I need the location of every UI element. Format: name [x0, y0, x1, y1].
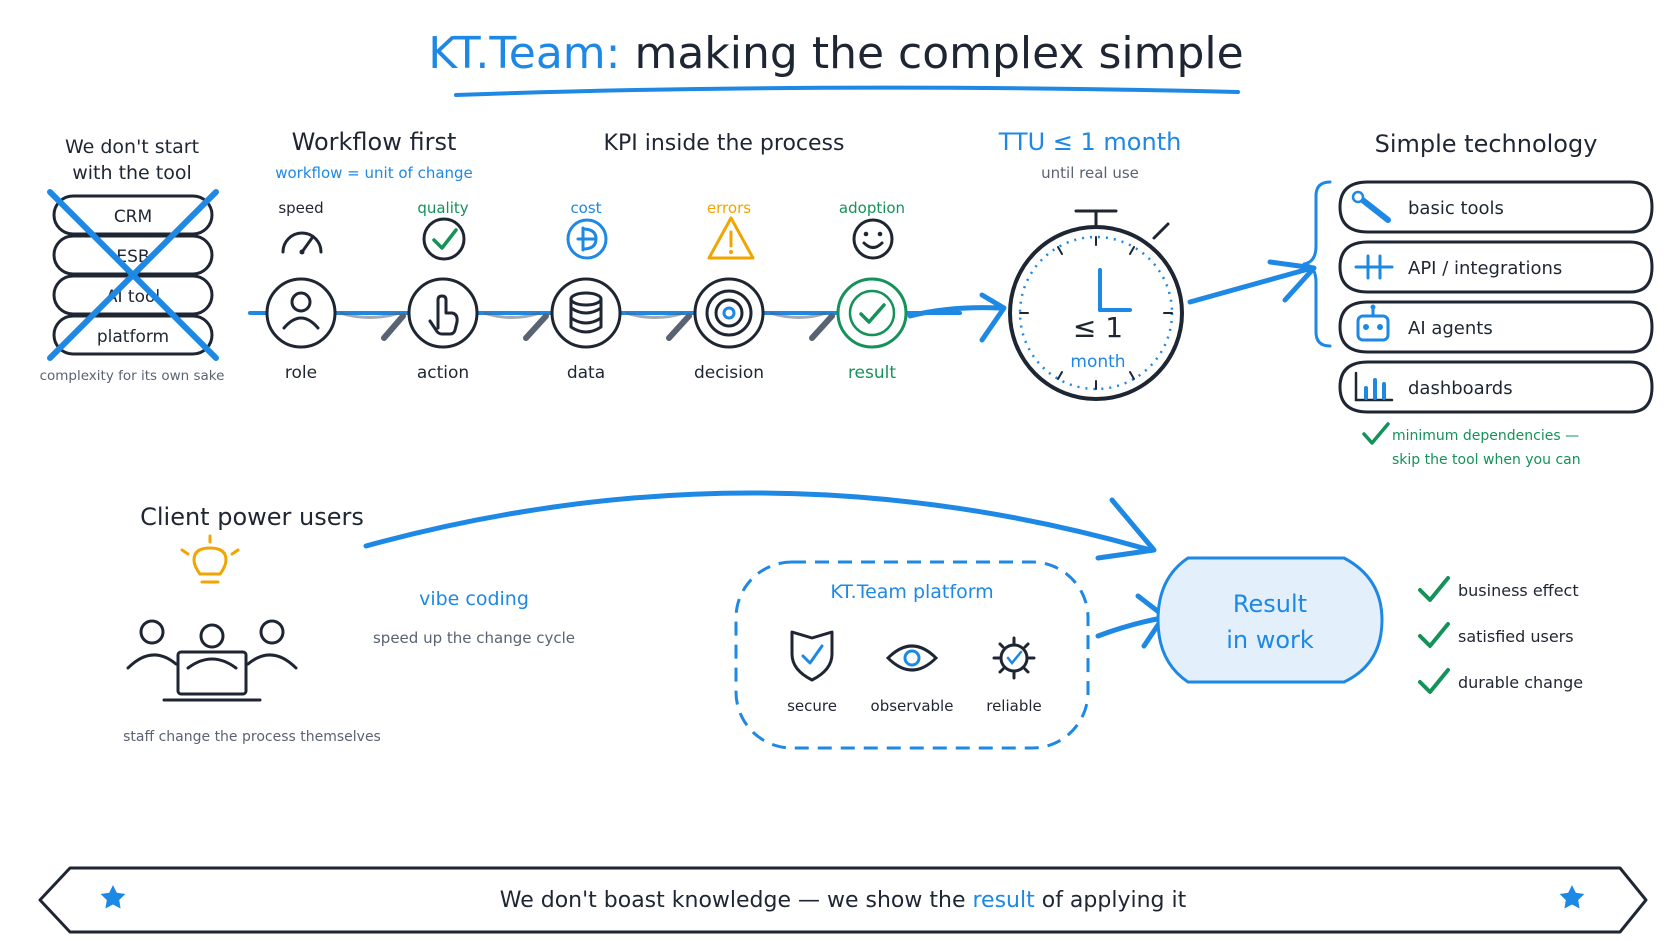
- min-deps-check-icon: [1362, 422, 1390, 445]
- platform-box: [734, 560, 1090, 750]
- cross-out-icon: [47, 189, 219, 361]
- title: KT.Team: making the complex simple: [428, 28, 1243, 79]
- check-circle-icon: [859, 303, 886, 324]
- vibe-coding-caption: speed up the change cycle: [373, 629, 575, 647]
- tool-first-caption: complexity for its own sake: [40, 368, 225, 384]
- tech-item-ai-agents: AI agents: [1338, 300, 1654, 354]
- workflow-subheading: workflow = unit of change: [275, 164, 473, 182]
- warning-icon: [707, 216, 755, 260]
- cost-coin-icon: [566, 218, 608, 260]
- tech-item-label: AI agents: [1408, 318, 1493, 339]
- step-decision: [693, 277, 765, 349]
- outcome-check-icon: [1418, 576, 1450, 694]
- tech-item-label: basic tools: [1408, 198, 1504, 219]
- banner-text-pre: We don't boast knowledge — we show the: [500, 888, 973, 913]
- power-users-heading: Client power users: [140, 503, 364, 531]
- banner-text-post: of applying it: [1035, 888, 1187, 913]
- platform-item-label: reliable: [986, 697, 1042, 715]
- star-icon: [1559, 885, 1585, 909]
- kpi-label: adoption: [839, 199, 905, 217]
- tech-item-basic-tools: basic tools: [1338, 180, 1654, 234]
- plug-icon: [1354, 254, 1394, 280]
- tools-icon: [1351, 190, 1391, 223]
- tech-item-label: dashboards: [1408, 378, 1513, 399]
- step-action: [407, 277, 479, 349]
- simple-tech-heading: Simple technology: [1375, 130, 1598, 158]
- outcome-label: durable change: [1458, 673, 1583, 692]
- ttu-subheading: until real use: [1041, 164, 1139, 182]
- tool-stack-item: platform: [97, 327, 169, 347]
- team-laptop-icon: [126, 619, 298, 702]
- flow-chevron-icon: [381, 313, 835, 341]
- gear-check-icon: [992, 636, 1036, 680]
- outcome-label: satisfied users: [1458, 627, 1574, 646]
- tech-item-api: API / integrations: [1338, 240, 1654, 294]
- person-icon: [290, 291, 312, 313]
- ttu-dial-unit: month: [1070, 352, 1125, 372]
- kpi-label: errors: [707, 199, 751, 217]
- quality-check-icon: [422, 217, 466, 261]
- kpi-label: quality: [417, 199, 468, 217]
- eye-icon: [885, 644, 939, 672]
- robot-icon: [1356, 304, 1390, 342]
- lightbulb-icon: [180, 534, 240, 584]
- banner-highlight: result: [972, 888, 1035, 913]
- outcome-label: business effect: [1458, 581, 1579, 600]
- platform-item-label: secure: [787, 697, 837, 715]
- shield-check-icon: [790, 630, 834, 682]
- step-label: role: [285, 363, 317, 383]
- tech-item-dashboards: dashboards: [1338, 360, 1654, 414]
- kpi-heading: KPI inside the process: [604, 131, 845, 156]
- speedometer-icon: [281, 231, 323, 255]
- platform-item-label: observable: [871, 697, 954, 715]
- step-label: action: [417, 363, 469, 383]
- power-users-arrow: [363, 490, 1157, 561]
- database-icon: [569, 291, 603, 334]
- flow-arrow-to-clock: [907, 292, 1007, 343]
- step-label: result: [848, 363, 896, 383]
- step-label: decision: [694, 363, 764, 383]
- platform-arrow: [1095, 593, 1167, 649]
- title-brand: KT.Team:: [428, 28, 620, 79]
- tool-stack: CRM ESB AI tool platform: [52, 194, 214, 356]
- tool-first-heading-1: We don't start: [65, 136, 199, 158]
- tech-brace: [1302, 180, 1332, 348]
- kpi-label: cost: [570, 199, 601, 217]
- title-underline: [454, 85, 1240, 97]
- bar-chart-icon: [1354, 371, 1394, 402]
- power-users-caption: staff change the process themselves: [123, 729, 381, 745]
- ttu-dial-value: ≤ 1: [1073, 311, 1123, 344]
- step-role: [265, 277, 337, 349]
- result-line-1: Result: [1233, 590, 1307, 618]
- smiley-icon: [852, 218, 894, 260]
- tool-first-heading-2: with the tool: [72, 162, 192, 184]
- ttu-heading: TTU ≤ 1 month: [998, 128, 1182, 156]
- simple-tech-note-2: skip the tool when you can: [1392, 452, 1581, 468]
- banner-frame: [38, 866, 1648, 934]
- banner-text: We don't boast knowledge — we show the r…: [500, 888, 1187, 913]
- result-line-2: in work: [1226, 626, 1314, 654]
- stopwatch-icon: [1008, 209, 1184, 401]
- step-result: [836, 277, 908, 349]
- title-rest: making the complex simple: [634, 28, 1243, 79]
- target-icon: [705, 289, 753, 337]
- result-box: [1156, 556, 1384, 684]
- hand-pointer-icon: [428, 294, 459, 336]
- vibe-coding-heading: vibe coding: [419, 588, 529, 610]
- platform-heading: KT.Team platform: [830, 581, 993, 603]
- tech-item-label: API / integrations: [1408, 258, 1562, 279]
- step-label: data: [567, 363, 605, 383]
- workflow-heading: Workflow first: [292, 128, 457, 156]
- workflow-wave: [339, 311, 827, 319]
- tool-stack-item: ESB: [116, 247, 149, 267]
- star-icon: [100, 885, 126, 909]
- simple-tech-note-1: minimum dependencies —: [1392, 428, 1579, 444]
- step-data: [550, 277, 622, 349]
- arrow-to-tech: [1187, 259, 1317, 305]
- tool-stack-item: CRM: [114, 207, 152, 227]
- kpi-label: speed: [278, 199, 323, 217]
